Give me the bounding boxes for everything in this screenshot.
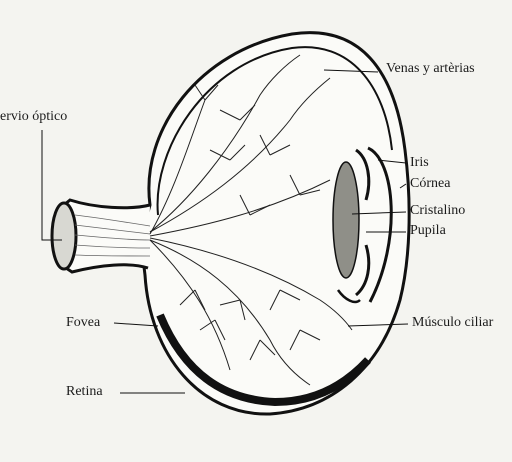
label-nervio-optico: ervio óptico — [0, 110, 67, 124]
optic-nerve-end — [52, 203, 76, 269]
lens — [333, 162, 359, 278]
label-venas-arterias: Venas y artèrias — [386, 62, 475, 76]
label-cristalino: Cristalino — [410, 204, 465, 218]
label-pupila: Pupila — [410, 224, 446, 238]
label-cornea: Córnea — [410, 177, 450, 191]
label-musculo-ciliar: Músculo ciliar — [412, 316, 493, 330]
label-fovea: Fovea — [66, 316, 100, 330]
label-retina: Retina — [66, 385, 103, 399]
label-iris: Iris — [410, 156, 429, 170]
